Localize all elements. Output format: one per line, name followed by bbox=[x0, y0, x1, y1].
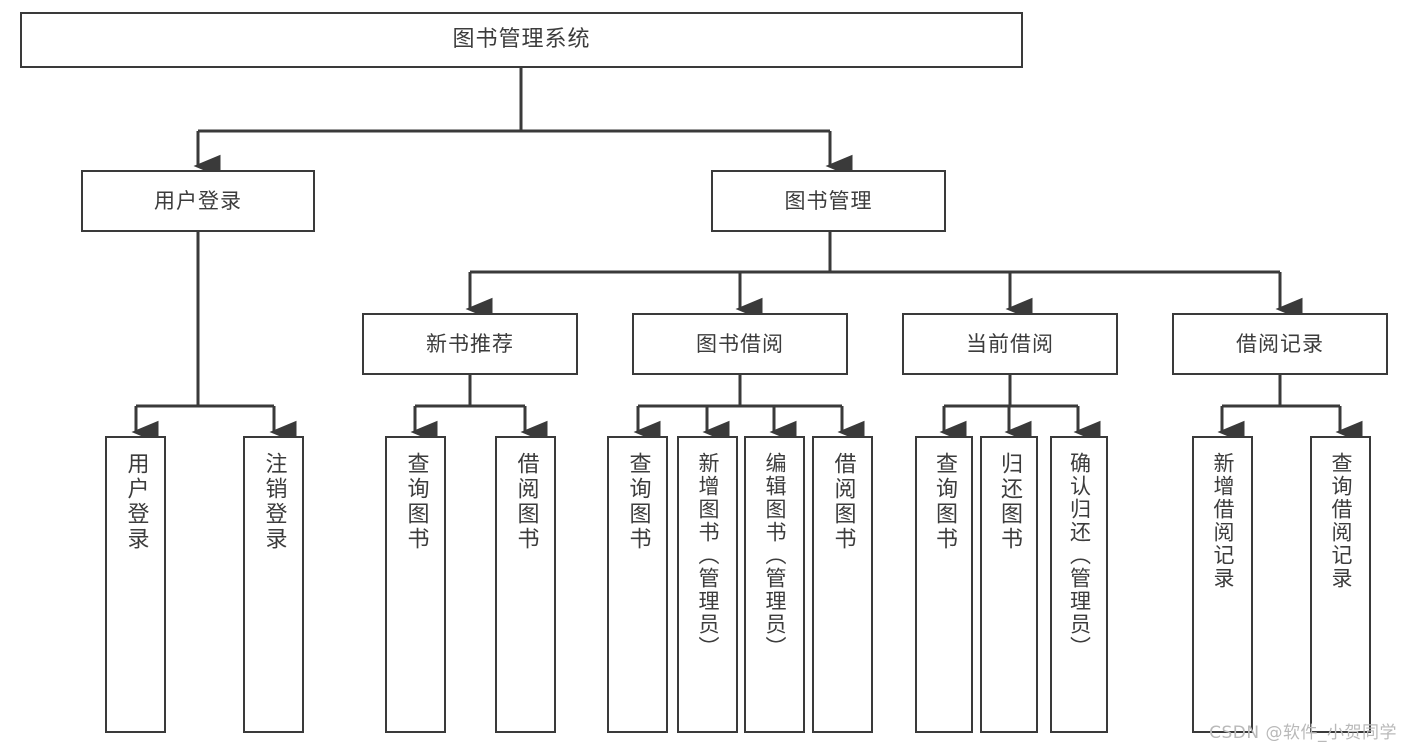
node-label: 用户登录 bbox=[154, 188, 242, 213]
leaf-nb-query-book[interactable]: 查询图书 bbox=[385, 436, 446, 733]
leaf-cb-return-book[interactable]: 归还图书 bbox=[980, 436, 1038, 733]
leaf-cb-query-book[interactable]: 查询图书 bbox=[915, 436, 973, 733]
node-borrow-record[interactable]: 借阅记录 bbox=[1172, 313, 1388, 375]
node-label: 查询图书 bbox=[932, 452, 957, 552]
node-book-management[interactable]: 图书管理 bbox=[711, 170, 946, 232]
node-user-login[interactable]: 用户登录 bbox=[81, 170, 315, 232]
node-book-borrow[interactable]: 图书借阅 bbox=[632, 313, 848, 375]
node-label: 图书管理系统 bbox=[452, 27, 591, 53]
node-label: 借阅图书 bbox=[513, 452, 539, 552]
leaf-bb-edit-book-admin[interactable]: 编辑图书（管理员） bbox=[744, 436, 805, 733]
node-label: 借阅图书 bbox=[830, 452, 856, 552]
leaf-bb-add-book-admin[interactable]: 新增图书（管理员） bbox=[677, 436, 738, 733]
leaf-nb-borrow-book[interactable]: 借阅图书 bbox=[495, 436, 556, 733]
csdn-watermark: CSDN @软件_小贺同学 bbox=[1209, 723, 1397, 743]
leaf-cb-confirm-return-admin[interactable]: 确认归还（管理员） bbox=[1050, 436, 1108, 733]
node-label: 确认归还（管理员） bbox=[1067, 452, 1092, 659]
leaf-bb-borrow-book[interactable]: 借阅图书 bbox=[812, 436, 873, 733]
leaf-user-login[interactable]: 用户登录 bbox=[105, 436, 166, 733]
node-label: 注销登录 bbox=[261, 452, 287, 552]
node-label: 用户登录 bbox=[123, 452, 149, 552]
node-label: 图书管理 bbox=[784, 188, 873, 213]
node-label: 当前借阅 bbox=[966, 331, 1054, 356]
node-label: 新书推荐 bbox=[426, 331, 514, 356]
leaf-br-query-record[interactable]: 查询借阅记录 bbox=[1310, 436, 1371, 733]
node-label: 归还图书 bbox=[997, 452, 1022, 552]
node-label: 图书借阅 bbox=[696, 331, 784, 356]
node-label: 查询图书 bbox=[403, 452, 429, 552]
node-label: 新增图书（管理员） bbox=[696, 452, 720, 659]
node-label: 查询图书 bbox=[625, 452, 651, 552]
node-label: 借阅记录 bbox=[1236, 331, 1324, 356]
leaf-br-add-record[interactable]: 新增借阅记录 bbox=[1192, 436, 1253, 733]
node-root-book-management-system[interactable]: 图书管理系统 bbox=[20, 12, 1023, 68]
leaf-logout[interactable]: 注销登录 bbox=[243, 436, 304, 733]
node-label: 查询借阅记录 bbox=[1329, 452, 1353, 590]
leaf-bb-query-book[interactable]: 查询图书 bbox=[607, 436, 668, 733]
node-label: 新增借阅记录 bbox=[1211, 452, 1235, 590]
node-current-borrow[interactable]: 当前借阅 bbox=[902, 313, 1118, 375]
node-label: 编辑图书（管理员） bbox=[763, 452, 787, 659]
node-new-book-recommend[interactable]: 新书推荐 bbox=[362, 313, 578, 375]
